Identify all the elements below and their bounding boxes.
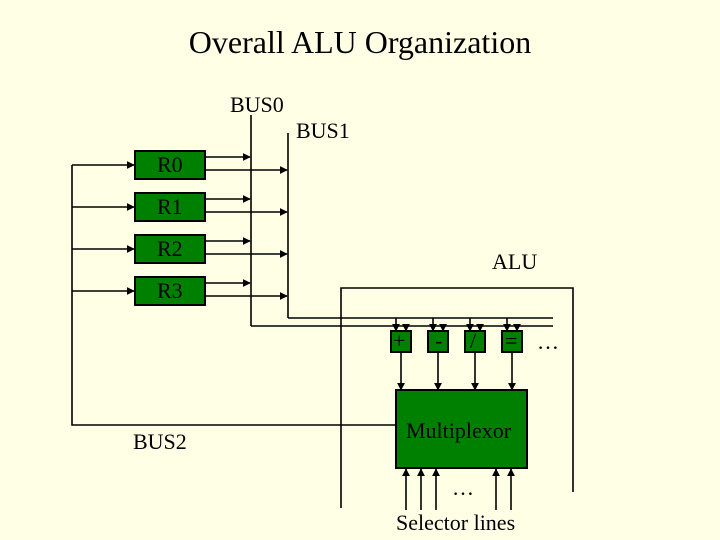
register-r1-label: R1 [157,194,183,219]
bus2-label: BUS2 [133,429,187,454]
op-minus-box [427,330,449,353]
register-r2-label: R2 [157,236,183,261]
bus1-label: BUS1 [296,118,350,143]
alu-label: ALU [492,249,538,274]
bus2-line [71,165,396,426]
op-eq-box [501,330,523,353]
multiplexor-box [395,389,528,469]
op-minus-label: - [435,328,443,353]
selector-lines-label: Selector lines [396,510,516,535]
alu-outline [340,287,574,508]
register-r0-box [134,150,206,180]
more-ops-ellipsis: … [537,329,559,354]
selector-ellipsis: … [452,475,474,500]
register-r0-label: R0 [157,152,183,177]
register-r1-box [134,192,206,222]
op-plus-label: + [393,328,406,353]
op-div-box [464,330,486,353]
op-plus-box [390,330,412,353]
op-div-label: / [470,328,477,353]
op-eq-label: = [505,328,518,353]
register-r3-box [134,276,206,306]
multiplexor-label: Multiplexor [406,418,512,443]
register-r3-label: R3 [157,278,183,303]
register-r2-box [134,234,206,264]
bus0-label: BUS0 [230,92,284,117]
page-title: Overall ALU Organization [188,24,532,60]
